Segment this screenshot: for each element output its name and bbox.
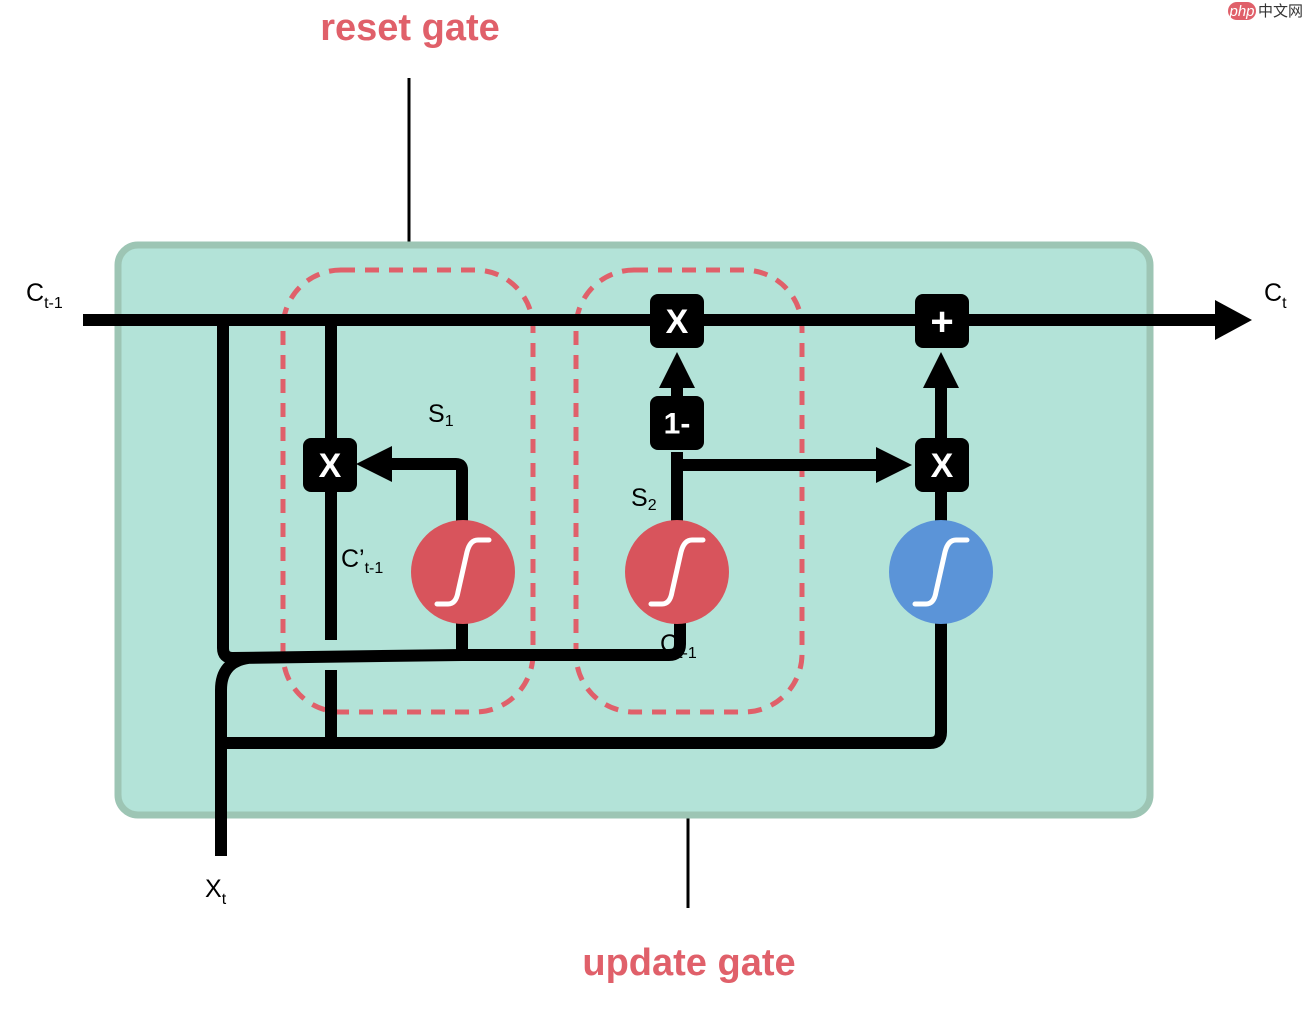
cell-background [114,241,1154,819]
label-c-prime: C’t-1 [341,545,383,577]
operator-add-top: + [915,294,969,348]
sigmoid-mid-curve [648,537,706,607]
label-s2-sub: 2 [648,497,657,514]
update-gate-title: update gate [582,942,795,984]
add-top-label: + [930,300,953,344]
watermark-suffix: 中文网 [1258,3,1303,20]
sigmoid-right-curve [912,537,970,607]
label-c-next-base: C [1264,279,1282,307]
add-top-box [915,294,969,348]
reset-gate-title: reset gate [320,7,500,49]
label-c-prime-base: C’ [341,545,365,573]
label-c-prev-inner: Ct-1 [660,630,697,662]
top-x-arrow-head [659,352,695,388]
mult-top-box [650,294,704,348]
plus-arrow-head [923,352,959,388]
label-c-prime-sub: t-1 [365,560,384,577]
mult-right-label: X [931,447,954,485]
mult-reset-box [303,438,357,492]
label-x-t-sub: t [222,891,227,908]
label-s2: S2 [631,484,657,514]
s1-arrow-head [356,446,392,482]
wires [83,300,1252,856]
operator-one-minus: 1- [650,396,704,450]
watermark-badge [1228,2,1256,20]
label-s1-base: S [428,400,445,428]
label-x-t-base: X [205,875,222,903]
watermark: php 中文网 [1228,2,1303,20]
one-minus-box [650,396,704,450]
label-c-next-sub: t [1282,295,1287,312]
label-c-next: Ct [1264,279,1287,312]
bottom-wire [221,598,947,749]
sigmoid-icon [411,520,515,624]
label-s1: S1 [428,400,454,430]
label-s1-sub: 1 [445,413,454,430]
label-s2-base: S [631,484,648,512]
label-c-prev-inner-base: C [660,630,678,658]
watermark-brand: php [1228,3,1254,20]
sigmoid-icon [889,520,993,624]
label-c-prev-sub: t-1 [44,295,63,312]
operator-mult-right: X [915,438,969,492]
one-minus-label: 1- [664,408,691,441]
sigmoid-icon [625,520,729,624]
s1-wire [385,458,468,655]
operator-mult-top: X [650,294,704,348]
label-c-prev-inner-sub: t-1 [678,645,697,662]
operator-mult-reset: X [303,438,357,492]
update-gate-box [573,267,805,715]
label-c-prev: Ct-1 [26,279,63,312]
mult-top-label: X [666,303,689,341]
input-wire [215,652,250,856]
mult-reset-label: X [319,447,342,485]
mult-right-box [915,438,969,492]
label-x-t: Xt [205,875,227,908]
reset-gate-box [280,267,536,715]
sigmoid-left-curve [434,537,492,607]
label-c-prev-base: C [26,279,44,307]
output-arrow-head [1215,300,1252,340]
right-x-arrow-head [876,447,912,483]
